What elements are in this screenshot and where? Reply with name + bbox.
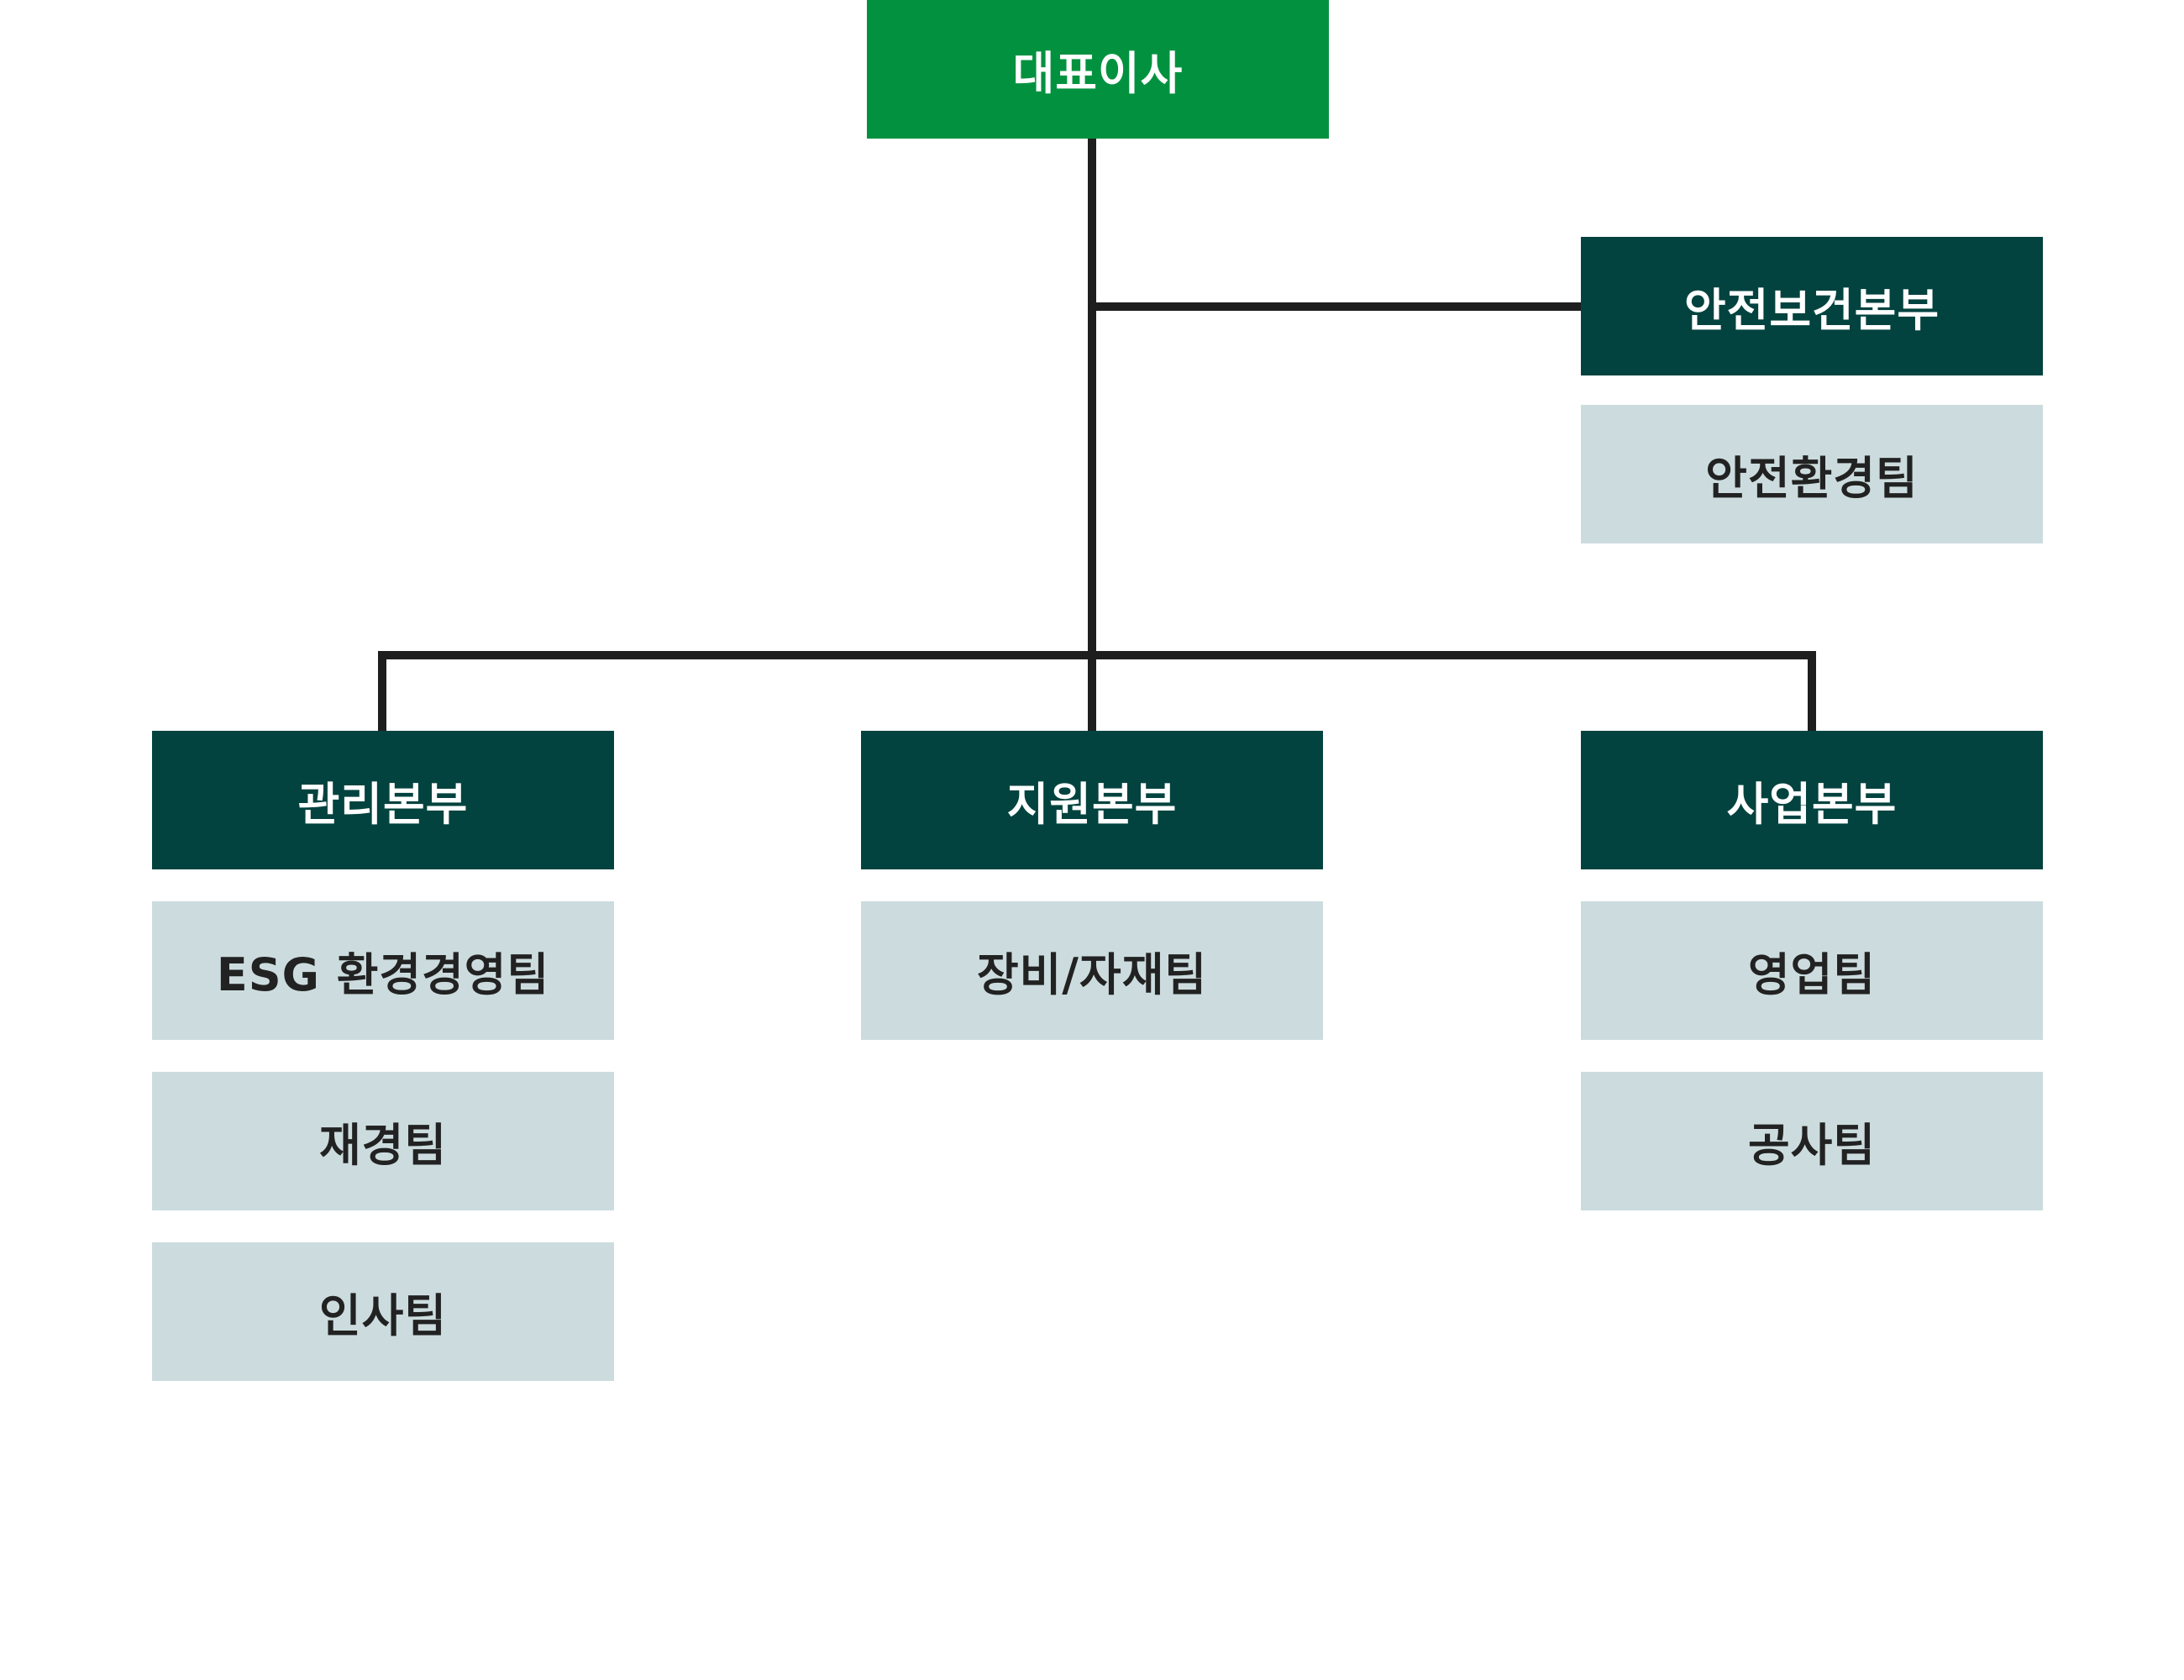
business-division-box: 사업본부	[1581, 731, 2043, 869]
finance-team-box: 재경팀	[152, 1072, 614, 1210]
construction-team-box: 공사팀	[1581, 1072, 2043, 1210]
management-division-label: 관리본부	[297, 778, 469, 831]
support-division-box: 지원본부	[861, 731, 1323, 869]
sales-team-label: 영업팀	[1747, 948, 1877, 1001]
equipment-team-box: 장비/자재팀	[861, 901, 1323, 1040]
safety-division-box: 안전보건본부	[1581, 237, 2043, 375]
ceo-box: 대표이사	[867, 0, 1329, 139]
esg-team-box: ESG 환경경영팀	[152, 901, 614, 1040]
sales-team-box: 영업팀	[1581, 901, 2043, 1040]
business-division-label: 사업본부	[1726, 778, 1898, 831]
ceo-label: 대표이사	[1012, 47, 1184, 100]
construction-team-label: 공사팀	[1747, 1119, 1877, 1172]
support-division-label: 지원본부	[1006, 778, 1178, 831]
management-division-box: 관리본부	[152, 731, 614, 869]
safety-division-label: 안전보건본부	[1683, 284, 1940, 337]
equipment-team-label: 장비/자재팀	[976, 948, 1208, 1001]
safety-team-box: 안전환경팀	[1581, 405, 2043, 543]
hr-team-label: 인사팀	[318, 1289, 448, 1342]
hr-team-box: 인사팀	[152, 1242, 614, 1381]
esg-team-label: ESG 환경경영팀	[216, 948, 550, 1001]
safety-team-label: 안전환경팀	[1705, 452, 1919, 505]
finance-team-label: 재경팀	[318, 1119, 448, 1172]
